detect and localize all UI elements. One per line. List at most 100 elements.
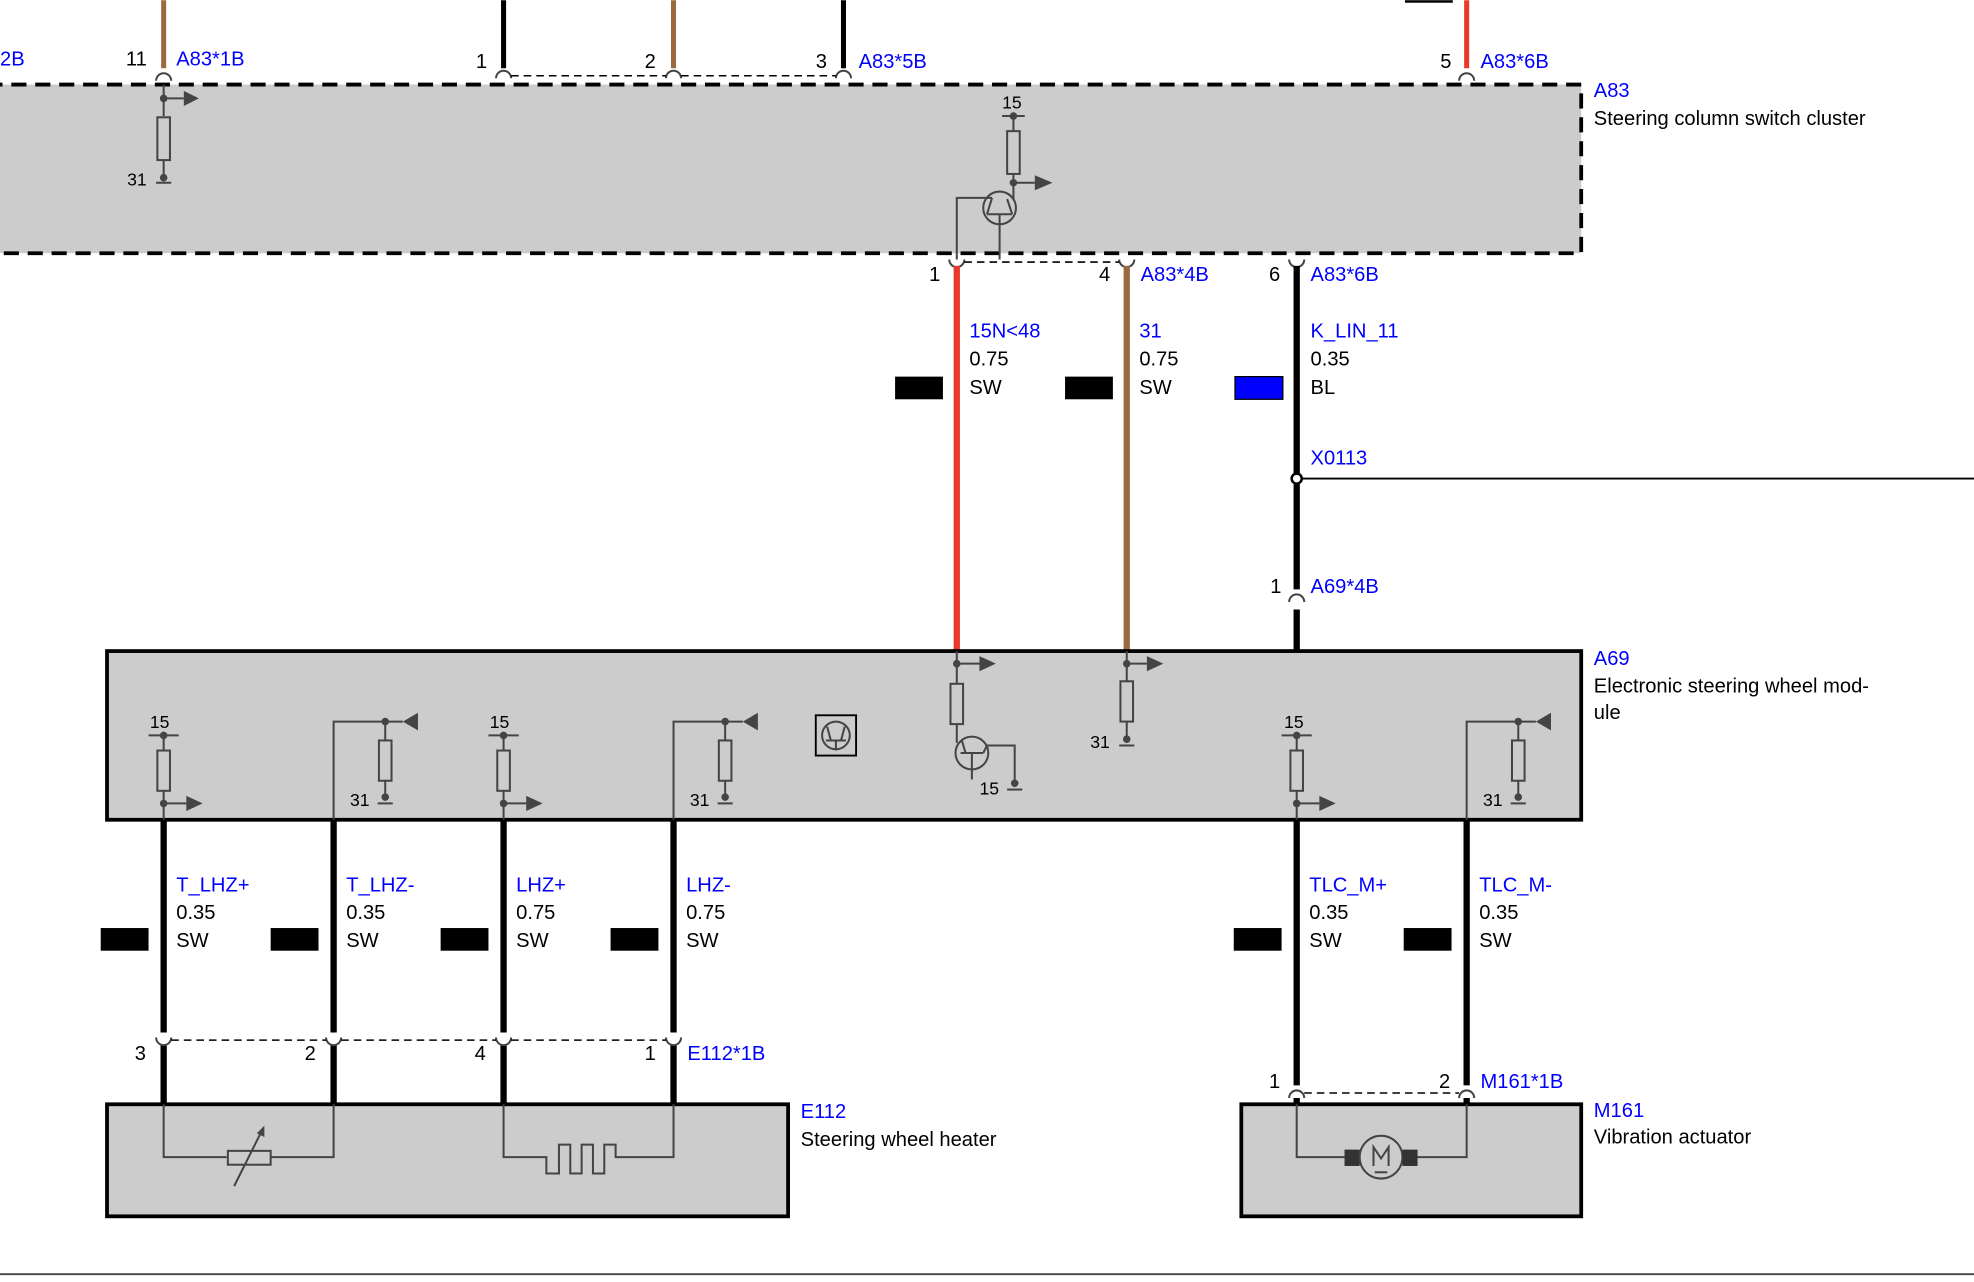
connector-label-a83-1b: A83*1B <box>176 49 244 71</box>
a83-transistor-output <box>955 112 1053 260</box>
pullup-stage <box>1281 731 1336 820</box>
a83-input-resistor <box>156 84 199 184</box>
terminal-label: 15 <box>490 712 510 732</box>
arrow-right-icon <box>186 795 203 811</box>
top-swatch-partial <box>1404 0 1453 3</box>
arrow-left-icon <box>402 712 418 731</box>
connector-label-m161-1b: M161*1B <box>1481 1071 1564 1093</box>
wire-label-text: SW <box>686 930 718 952</box>
splice-x0113[interactable] <box>1290 472 1303 485</box>
arrow-right-icon <box>526 795 543 811</box>
arrow-left-icon <box>742 712 758 731</box>
wire-label-text: T_LHZ- <box>346 875 414 897</box>
pin-label: 4 <box>475 1043 486 1065</box>
wire-label-text: SW <box>1479 930 1511 952</box>
connector-label-a83-6b: A83*6B <box>1311 264 1379 286</box>
pin-label: 1 <box>1270 576 1281 598</box>
terminal-label: 31 <box>127 169 147 189</box>
pin-label: 3 <box>135 1043 146 1065</box>
heater-element-icon <box>502 1104 675 1175</box>
terminal-label: 15 <box>1284 712 1304 732</box>
terminal-label: 31 <box>350 790 370 810</box>
svg-text:15N<48: 15N<48 <box>969 321 1040 343</box>
color-swatch <box>1065 376 1113 400</box>
connector-label-a83-4b: A83*4B <box>1141 264 1209 286</box>
arrow-left-icon <box>1535 712 1551 731</box>
color-swatch <box>1234 375 1284 400</box>
color-swatch <box>1233 928 1282 951</box>
pin-label: 2 <box>305 1043 316 1065</box>
pulldown-stage <box>332 712 418 820</box>
a69-31-input-stage <box>1119 651 1164 747</box>
connector-label-a83-6b-top: A83*6B <box>1481 51 1549 73</box>
wire-label-text: SW <box>346 930 378 952</box>
color-swatch <box>270 928 319 951</box>
pin-label: 6 <box>1269 264 1280 286</box>
svg-text:SW: SW <box>1139 377 1171 399</box>
pin-label: 2 <box>645 51 656 73</box>
svg-text:K_LIN_11: K_LIN_11 <box>1311 321 1399 343</box>
color-swatch <box>610 928 659 951</box>
svg-text:31: 31 <box>1139 321 1161 343</box>
component-name-a69: Electronic steering wheel mod- <box>1594 676 1869 698</box>
component-name-a69-cont: ule <box>1594 702 1621 724</box>
pin-label: 3 <box>816 51 827 73</box>
color-swatch <box>895 376 943 400</box>
terminal-label: 15 <box>150 712 170 732</box>
terminal-label: 31 <box>1090 732 1110 752</box>
ntc-sensor-icon <box>162 1104 335 1187</box>
component-id-a83: A83 <box>1594 80 1630 102</box>
a69-15n-input-stage <box>949 651 1023 791</box>
wire-label-text: 0.75 <box>516 902 555 924</box>
wire-label-text: 0.75 <box>686 902 725 924</box>
connector-label-a69-4b: A69*4B <box>1311 576 1379 598</box>
connector-label-a83-5b: A83*5B <box>859 51 927 73</box>
wire-label-15n48: 15N<48 0.75 SW <box>895 321 1040 400</box>
terminal-label: 31 <box>1483 790 1503 810</box>
color-swatch <box>1403 928 1452 951</box>
component-name-e112: Steering wheel heater <box>801 1129 997 1151</box>
wire-label-text: SW <box>516 930 548 952</box>
pulldown-stage <box>672 712 758 820</box>
terminal-label: 31 <box>690 790 710 810</box>
wire-label-text: 0.35 <box>346 902 385 924</box>
component-a69-box[interactable] <box>105 649 1584 822</box>
svg-text:0.35: 0.35 <box>1311 348 1350 370</box>
wire-label-text: 0.35 <box>1309 902 1348 924</box>
a69-pulldown-circuits <box>332 712 1551 820</box>
pullup-stage <box>148 731 203 820</box>
wire-label-text: SW <box>176 930 208 952</box>
wire-label-text: SW <box>1309 930 1341 952</box>
component-e112-box[interactable] <box>105 1102 790 1219</box>
wire-label-text: 0.35 <box>1479 902 1518 924</box>
arrow-right-icon <box>183 90 199 106</box>
pulldown-stage <box>1465 712 1551 820</box>
component-a83-box[interactable] <box>0 82 1584 256</box>
arrow-right-icon <box>1319 795 1336 811</box>
a69-pin-hook <box>1288 593 1306 603</box>
pin-label: 2 <box>1439 1071 1450 1093</box>
component-name-a83: Steering column switch cluster <box>1594 108 1866 130</box>
component-id-e112: E112 <box>801 1101 847 1123</box>
connector-label-partial: 2B <box>0 49 25 71</box>
top-connector-pins <box>155 69 1476 81</box>
wire-label-text: 0.35 <box>176 902 215 924</box>
color-swatch <box>100 928 149 951</box>
component-id-a69: A69 <box>1594 648 1630 670</box>
svg-text:0.75: 0.75 <box>969 348 1008 370</box>
top-wires <box>161 0 1470 69</box>
pin-label: 1 <box>1269 1071 1280 1093</box>
component-name-m161: Vibration actuator <box>1594 1126 1752 1148</box>
wire-label-text: TLC_M+ <box>1309 875 1387 897</box>
terminal-label: 15 <box>979 779 999 799</box>
wire-label-text: LHZ- <box>686 875 731 897</box>
pin-label: 4 <box>1099 264 1110 286</box>
wire-label-text: TLC_M- <box>1479 875 1552 897</box>
color-swatch <box>440 928 489 951</box>
svg-text:BL: BL <box>1311 377 1336 399</box>
